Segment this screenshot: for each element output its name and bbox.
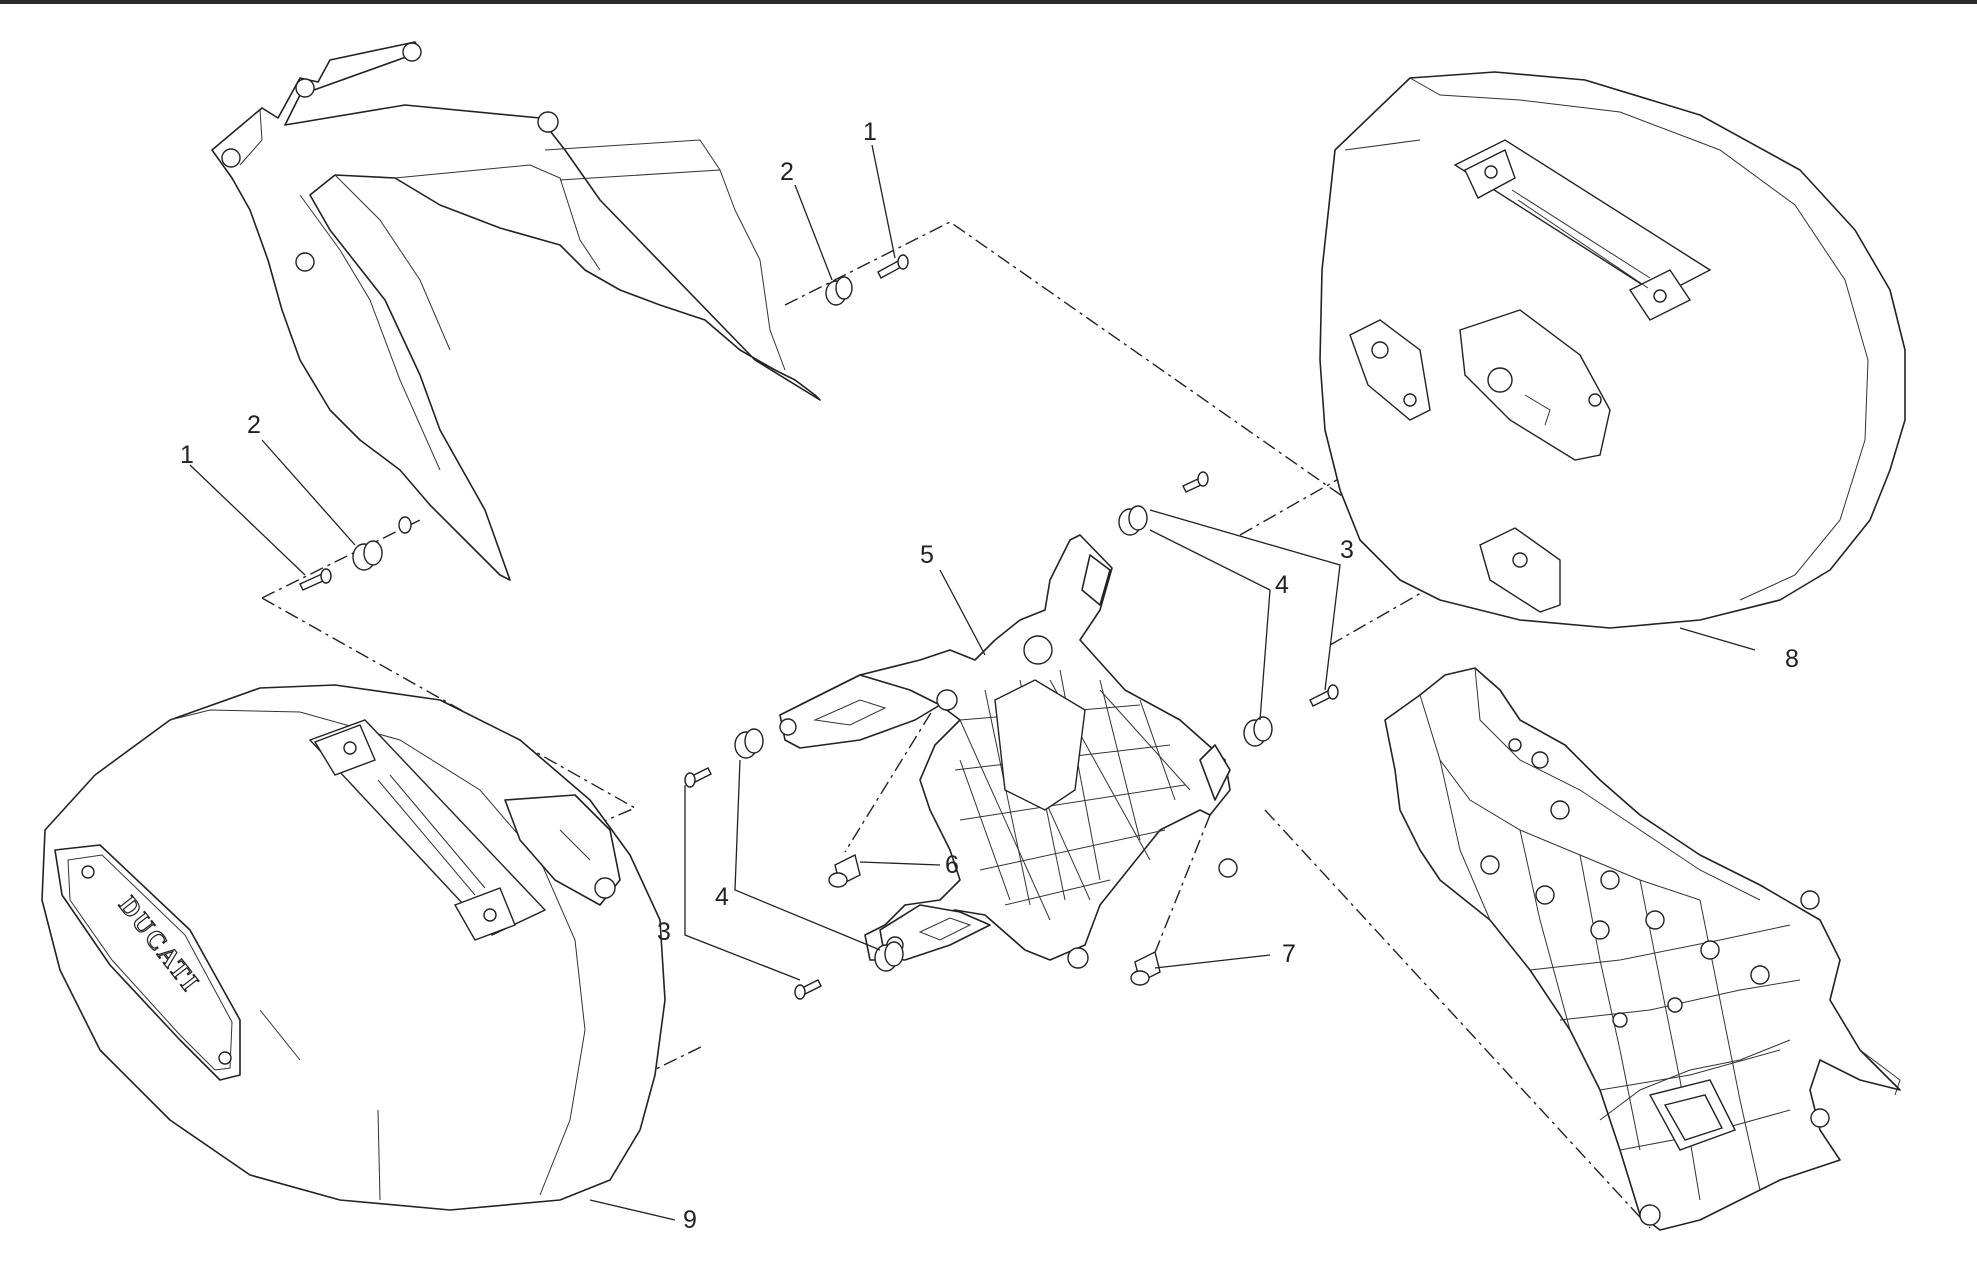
rear-frame-bracket (211, 41, 821, 581)
grommet-plate-top (1118, 505, 1148, 536)
callout-3-left: 3 (657, 918, 671, 946)
top-border (0, 0, 1977, 4)
leader-lines (189, 144, 1756, 1221)
screw-plate-left-upper (684, 767, 712, 788)
grommet-upper-right (825, 276, 853, 306)
screw-upper-right (877, 254, 909, 279)
callout-4-left: 4 (715, 883, 729, 911)
grommet-plate-left-upper (734, 728, 764, 759)
callout-1-left: 1 (180, 441, 194, 469)
grommet-plate-left-lower (874, 941, 904, 972)
callout-2-top: 2 (780, 158, 794, 186)
callout-5: 5 (920, 541, 934, 569)
rear-subframe (1384, 667, 1901, 1231)
mounting-plate (779, 534, 1238, 969)
callout-6: 6 (945, 851, 959, 879)
screw-upper-left (299, 568, 332, 591)
callout-2-left: 2 (247, 411, 261, 439)
screw-plate-left-lower (794, 979, 822, 1000)
right-pannier (1319, 71, 1906, 629)
callout-7: 7 (1282, 940, 1296, 968)
bolt-part-6 (828, 853, 861, 888)
grommet-upper-left (352, 540, 383, 571)
callout-1-top: 1 (863, 118, 877, 146)
callout-9: 9 (683, 1206, 697, 1234)
callout-8: 8 (1785, 645, 1799, 673)
screw-plate-top (1182, 471, 1209, 493)
left-pannier: DUCATI (41, 684, 666, 1211)
callouts: 1 2 1 2 5 3 4 8 6 4 3 7 9 (180, 118, 1799, 1234)
callout-4-right: 4 (1275, 571, 1289, 599)
screw-plate-right (1309, 684, 1339, 707)
grommet-plate-right (1243, 716, 1273, 747)
bolt-part-7 (1130, 950, 1161, 986)
callout-3-right: 3 (1340, 536, 1354, 564)
